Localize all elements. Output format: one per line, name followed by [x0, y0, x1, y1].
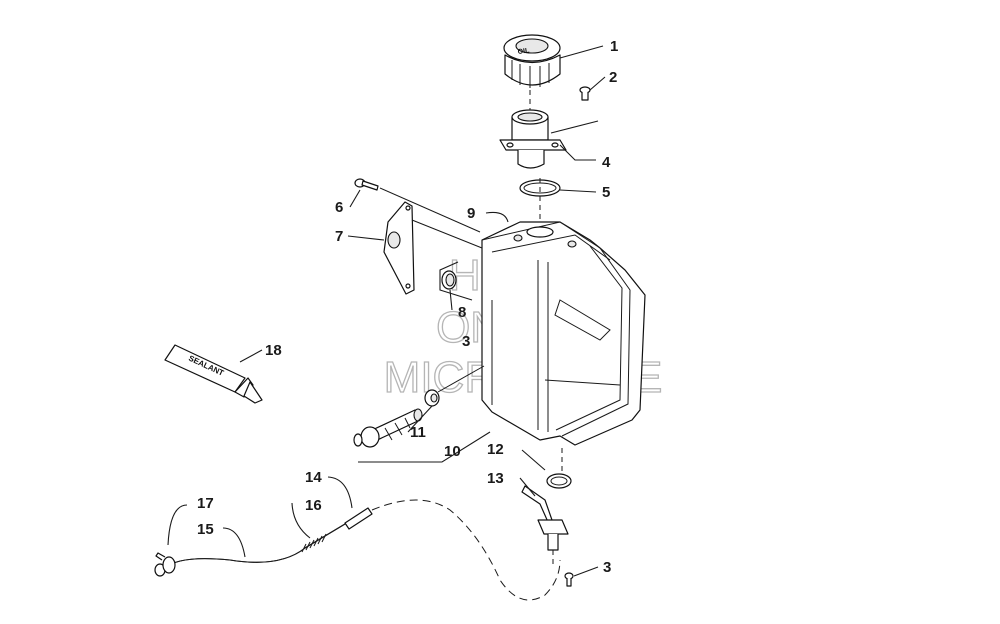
bracket-bolt[interactable]	[354, 178, 379, 191]
callout-11[interactable]: 11	[410, 424, 426, 441]
oil-filter-assembly[interactable]	[353, 408, 423, 448]
callout-2[interactable]: 2	[609, 69, 617, 86]
filler-cap[interactable]: OIL	[503, 34, 561, 88]
callout-10[interactable]: 10	[444, 443, 461, 460]
filler-screw[interactable]	[579, 86, 591, 101]
outlet-fitting[interactable]	[424, 389, 440, 407]
callout-7[interactable]: 7	[335, 228, 343, 245]
oil-line-assembly[interactable]	[154, 499, 561, 601]
callout-14[interactable]: 14	[305, 469, 322, 486]
callout-3-lower[interactable]: 3	[603, 559, 611, 576]
callout-1[interactable]: 1	[610, 38, 618, 55]
callout-17[interactable]: 17	[197, 495, 214, 512]
filler-neck[interactable]	[499, 109, 567, 169]
callout-18[interactable]: 18	[265, 342, 282, 359]
mounting-bracket[interactable]	[383, 201, 415, 295]
tank-grommet[interactable]	[441, 270, 457, 290]
leader-lines	[167, 45, 606, 577]
hose-spring-guard	[301, 533, 327, 553]
pickup-gasket[interactable]	[546, 473, 572, 489]
callout-5[interactable]: 5	[602, 184, 610, 201]
callout-6[interactable]: 6	[335, 199, 343, 216]
callout-8[interactable]: 8	[458, 304, 466, 321]
callout-13[interactable]: 13	[487, 470, 504, 487]
callout-numbers: 1 2 4 5 6 9 7 8 3 18 11 10 12 13 14 17 1…	[197, 38, 618, 576]
callout-12[interactable]: 12	[487, 441, 504, 458]
sealant-tube[interactable]: SEALANT	[164, 344, 263, 404]
oil-tank[interactable]	[481, 221, 646, 446]
callout-16[interactable]: 16	[305, 497, 322, 514]
callout-4[interactable]: 4	[602, 154, 611, 171]
pickup-tube[interactable]	[521, 485, 569, 551]
lower-screw[interactable]	[564, 572, 574, 587]
callout-9[interactable]: 9	[467, 205, 475, 222]
callout-15[interactable]: 15	[197, 521, 214, 538]
callout-3-upper[interactable]: 3	[462, 333, 470, 350]
cap-oil-text: OIL	[517, 47, 530, 56]
hose-clamp[interactable]	[155, 552, 176, 574]
